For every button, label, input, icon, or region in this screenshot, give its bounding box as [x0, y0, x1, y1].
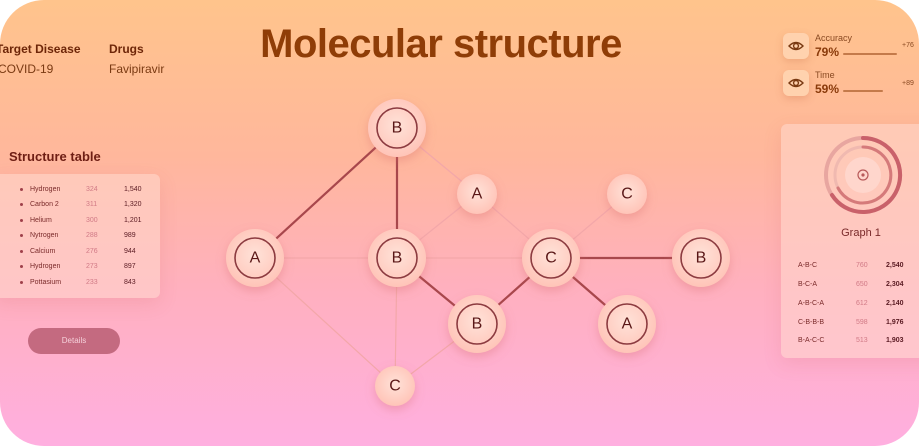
- bullet-icon: [20, 234, 23, 237]
- target-disease-label: Target Disease: [0, 42, 81, 56]
- bullet-icon: [20, 250, 23, 253]
- row-name: Hydrogen: [30, 263, 61, 270]
- row-name: Hydrogen: [30, 186, 61, 193]
- row-value: 288: [86, 232, 98, 239]
- row-total: 944: [124, 248, 136, 255]
- bullet-icon: [20, 281, 23, 284]
- node-b-right[interactable]: B: [672, 229, 730, 287]
- row-value: 650: [856, 281, 868, 288]
- page-title: Molecular structure: [260, 22, 622, 66]
- row-value: 760: [856, 262, 868, 269]
- node-label: B: [696, 250, 707, 267]
- bullet-icon: [20, 265, 23, 268]
- node-b-lower[interactable]: B: [448, 295, 506, 353]
- target-icon: [857, 169, 869, 181]
- node-label: B: [472, 316, 483, 333]
- bullet-icon: [20, 203, 23, 206]
- node-label: A: [472, 186, 483, 203]
- drugs-label: Drugs: [109, 42, 144, 56]
- row-name: C-B-B-B: [798, 319, 825, 326]
- row-name: B-A-C-C: [798, 337, 825, 344]
- row-name: A-B-C: [798, 262, 818, 269]
- row-value: 311: [86, 201, 98, 208]
- bullet-icon: [20, 188, 23, 191]
- target-disease-value: COVID-19: [0, 62, 54, 76]
- donut-chart: [824, 135, 903, 214]
- row-value: 513: [856, 337, 868, 344]
- eye-icon: [788, 41, 804, 51]
- row-name: Calcium: [30, 248, 56, 255]
- time-value: 59%: [815, 82, 840, 96]
- row-total: 989: [124, 232, 136, 239]
- node-label: C: [621, 186, 633, 203]
- node-label: B: [392, 250, 403, 267]
- accuracy-value: 79%: [815, 45, 840, 59]
- row-value: 273: [86, 263, 98, 270]
- row-total: 2,304: [886, 281, 904, 288]
- time-eye-button[interactable]: [783, 70, 809, 96]
- row-total: 2,540: [886, 262, 904, 269]
- row-name: Carbon 2: [30, 201, 59, 208]
- node-c-bottom[interactable]: C: [375, 366, 415, 406]
- bond: [254, 127, 398, 259]
- row-value: 598: [856, 319, 868, 326]
- node-c-small[interactable]: C: [607, 174, 647, 214]
- row-value: 324: [86, 186, 98, 193]
- time-progress-bar: [843, 90, 883, 92]
- row-total: 1,320: [124, 201, 142, 208]
- node-label: C: [545, 250, 557, 267]
- accuracy-label: Accuracy: [815, 33, 853, 43]
- details-button[interactable]: Details: [28, 328, 120, 354]
- row-value: 300: [86, 217, 98, 224]
- time-delta: +89: [902, 80, 914, 87]
- node-a-left[interactable]: A: [226, 229, 284, 287]
- row-total: 1,976: [886, 319, 904, 326]
- accuracy-eye-button[interactable]: [783, 33, 809, 59]
- row-total: 1,201: [124, 217, 142, 224]
- row-total: 897: [124, 263, 136, 270]
- structure-table-title: Structure table: [9, 149, 101, 164]
- row-total: 1,903: [886, 337, 904, 344]
- eye-icon: [788, 78, 804, 88]
- time-label: Time: [815, 70, 835, 80]
- bond: [254, 257, 396, 387]
- row-value: 612: [856, 300, 868, 307]
- node-a-small[interactable]: A: [457, 174, 497, 214]
- row-total: 1,540: [124, 186, 142, 193]
- node-label: A: [622, 316, 633, 333]
- node-label: A: [250, 250, 261, 267]
- row-value: 233: [86, 279, 98, 286]
- drugs-value: Favipiravir: [109, 62, 165, 76]
- node-b-top[interactable]: B: [368, 99, 426, 157]
- node-a-right[interactable]: A: [598, 295, 656, 353]
- bullet-icon: [20, 219, 23, 222]
- row-name: Helium: [30, 217, 52, 224]
- graph-title: Graph 1: [841, 227, 881, 239]
- node-b-center[interactable]: B: [368, 229, 426, 287]
- row-name: Nytrogen: [30, 232, 59, 239]
- row-name: Pottasium: [30, 279, 62, 286]
- row-name: B-C-A: [798, 281, 818, 288]
- row-total: 2,140: [886, 300, 904, 307]
- node-c-center[interactable]: C: [522, 229, 580, 287]
- accuracy-progress-bar: [843, 53, 897, 55]
- strong-bonds: [254, 127, 701, 325]
- structure-table: [0, 174, 160, 298]
- node-label: B: [392, 120, 403, 137]
- node-label: C: [389, 378, 401, 395]
- row-value: 276: [86, 248, 98, 255]
- row-total: 843: [124, 279, 136, 286]
- accuracy-delta: +76: [902, 42, 914, 49]
- row-name: A-B-C-A: [798, 300, 825, 307]
